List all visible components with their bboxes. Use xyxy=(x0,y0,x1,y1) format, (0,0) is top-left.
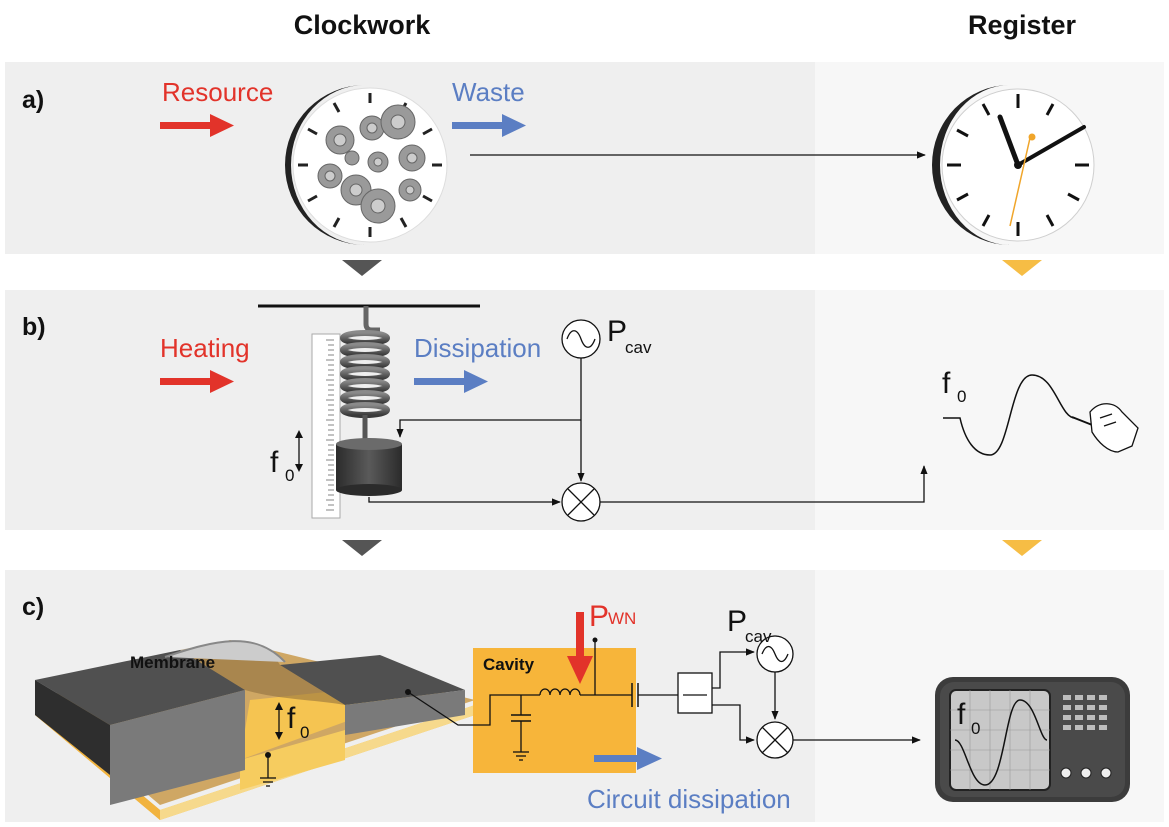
cavity-ground-icon xyxy=(513,751,529,761)
membrane-f0-double-arrow-icon xyxy=(275,702,283,740)
panel-a-label: a) xyxy=(22,86,44,114)
pwn-arrow xyxy=(567,612,593,684)
down-arrow-register-bc xyxy=(1002,540,1042,556)
resource-arrow xyxy=(160,114,234,137)
f0-double-arrow-icon xyxy=(295,430,303,472)
register-f0-subscript: 0 xyxy=(957,387,966,406)
scope-f0-label: f xyxy=(957,698,966,731)
oscilloscope-icon xyxy=(935,677,1130,802)
hand-pen-icon xyxy=(1071,403,1139,453)
cavity-circuit xyxy=(405,637,678,761)
inductor-icon xyxy=(539,688,581,696)
scope-f0-subscript: 0 xyxy=(971,719,980,738)
gear-clockwork-icon xyxy=(285,85,448,245)
pwn-subscript: WN xyxy=(608,609,636,628)
waste-label: Waste xyxy=(452,77,525,107)
down-arrow-clockwork-bc xyxy=(342,540,382,556)
mixer-c-icon xyxy=(756,721,794,759)
membrane-f0-subscript: 0 xyxy=(300,723,309,742)
f0-label: f xyxy=(270,446,279,479)
heating-arrow xyxy=(160,370,234,393)
pcav-subscript-c: cav xyxy=(745,627,772,646)
wall-clock-icon xyxy=(932,85,1095,245)
pcav-label-b: P xyxy=(607,315,627,348)
pcav-subscript-b: cav xyxy=(625,338,652,357)
circuit-dissipation-arrow xyxy=(594,747,662,770)
pcav-label-c: P xyxy=(727,605,747,638)
mixer-icon xyxy=(561,482,601,522)
panel-c-label: c) xyxy=(22,593,44,621)
signal-source-c-icon xyxy=(756,635,794,673)
cavity-label: Cavity xyxy=(483,655,535,674)
resource-label: Resource xyxy=(162,77,273,107)
panel-c-wiring xyxy=(712,648,921,744)
down-arrow-register-ab xyxy=(1002,260,1042,276)
header-register: Register xyxy=(968,10,1077,40)
cavity-box xyxy=(473,648,636,773)
down-arrow-clockwork-ab xyxy=(342,260,382,276)
register-f0-label: f xyxy=(942,367,951,400)
panel-b-label: b) xyxy=(22,313,46,341)
header-clockwork: Clockwork xyxy=(294,10,432,40)
panel-b-left xyxy=(5,290,815,530)
ground-icon xyxy=(260,752,276,787)
dissipation-label: Dissipation xyxy=(414,333,541,363)
f0-subscript: 0 xyxy=(285,466,294,485)
dissipation-arrow xyxy=(414,370,488,393)
pwn-label: P xyxy=(589,600,609,633)
ruler-icon xyxy=(311,333,341,519)
circulator-box xyxy=(677,672,713,714)
panel-b-wiring xyxy=(368,358,928,506)
membrane-label: Membrane xyxy=(130,653,215,672)
membrane-f0-label: f xyxy=(287,702,296,735)
waste-arrow xyxy=(452,114,526,137)
signal-source-icon xyxy=(561,319,601,359)
spring-mass-icon xyxy=(336,306,402,496)
circuit-dissipation-label: Circuit dissipation xyxy=(587,784,791,814)
register-sine-trace xyxy=(943,374,1076,456)
heating-label: Heating xyxy=(160,333,250,363)
